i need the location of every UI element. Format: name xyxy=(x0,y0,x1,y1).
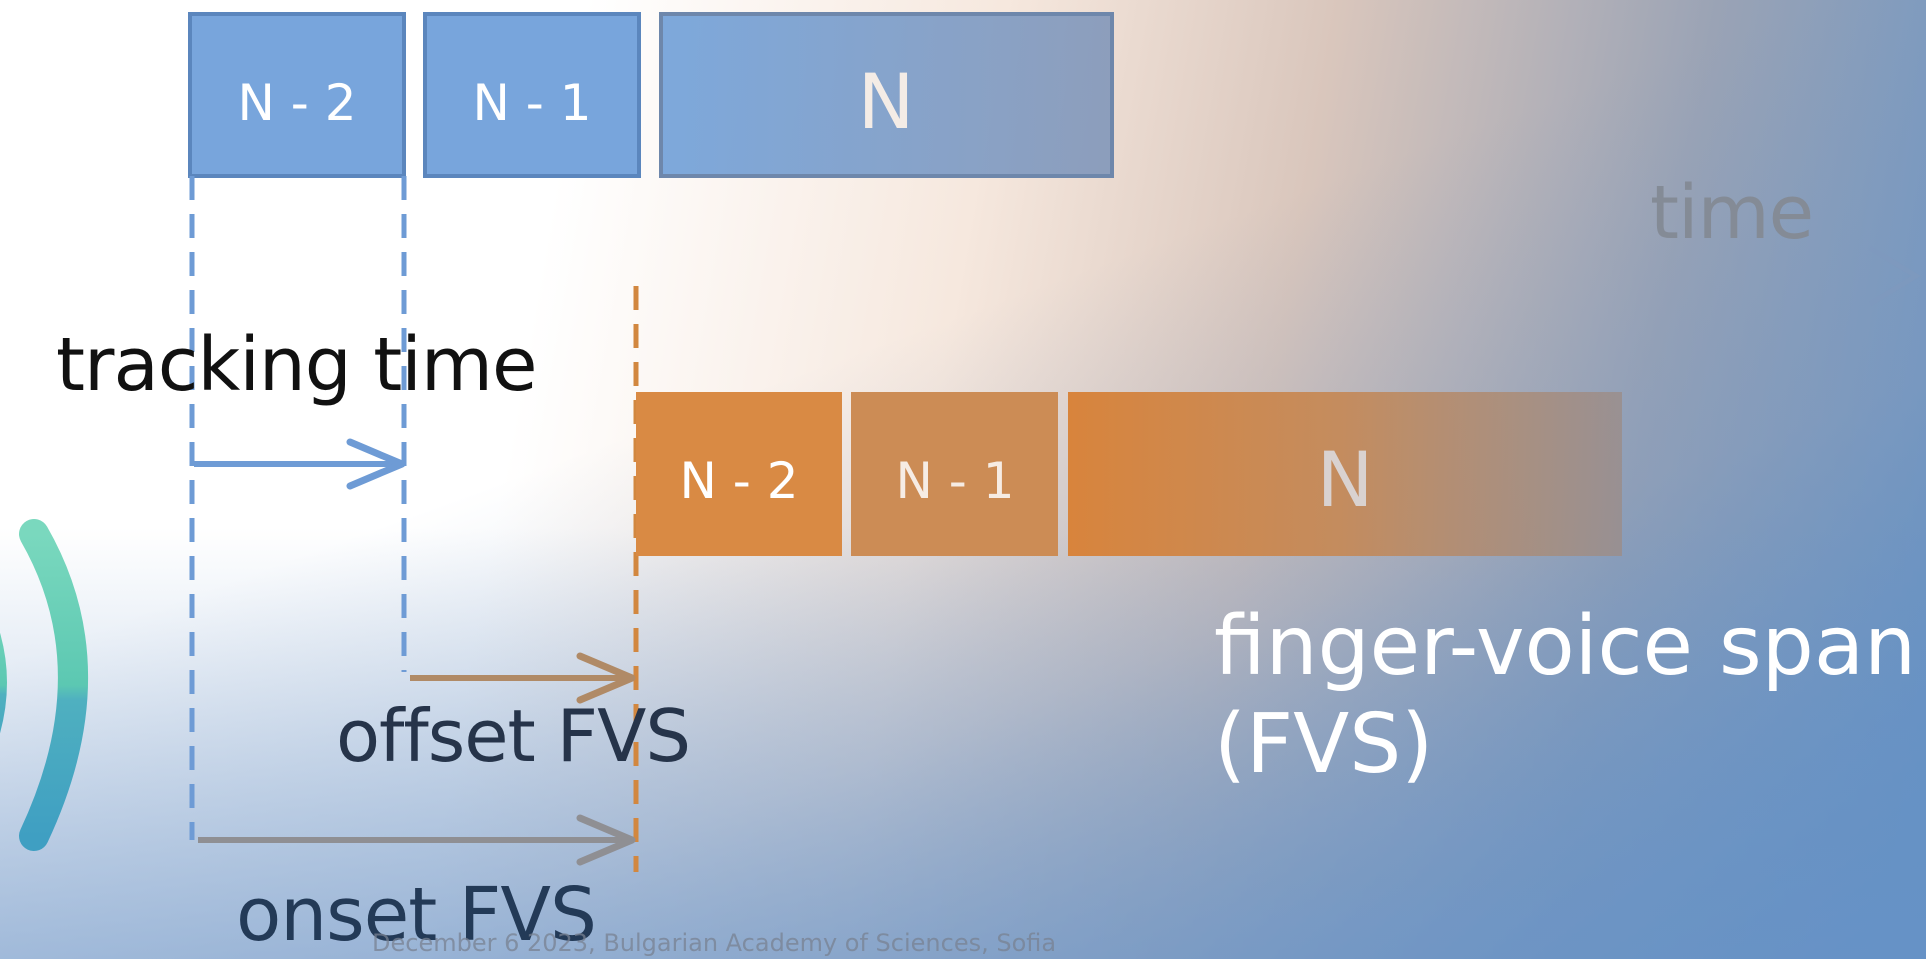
fvs-title: finger-voice span (FVS) xyxy=(1214,599,1917,792)
blue-block-n-2 xyxy=(188,12,406,178)
offset-fvs-label: offset FVS xyxy=(336,694,691,778)
footer-text: December 6 2023, Bulgarian Academy of Sc… xyxy=(372,929,1057,957)
orange-block-n-2-label: N - 2 xyxy=(679,452,798,510)
blue-block-row: N - 2 N - 1 N xyxy=(188,12,1114,178)
tracking-time-label: tracking time xyxy=(56,322,537,408)
blue-block-n-label: N xyxy=(858,57,915,146)
orange-block-n xyxy=(1068,392,1622,556)
blue-block-n-1-label: N - 1 xyxy=(472,74,591,132)
blue-block-n-2-label: N - 2 xyxy=(237,74,356,132)
orange-block-n-1 xyxy=(851,392,1058,556)
orange-block-row: N - 2 N - 1 N xyxy=(636,392,1622,556)
time-axis xyxy=(12,245,1921,307)
blue-block-n-1 xyxy=(423,12,641,178)
orange-block-n-2 xyxy=(636,392,842,556)
orange-block-n-label: N xyxy=(1317,435,1374,524)
offset-fvs-arrow xyxy=(410,652,636,704)
time-axis-label: time xyxy=(1650,170,1814,256)
blue-block-n xyxy=(659,12,1114,178)
tracking-time-arrow xyxy=(194,438,406,490)
onset-fvs-label: onset FVS xyxy=(236,872,597,958)
sound-wave-icon xyxy=(19,519,88,851)
time-axis-arrowhead xyxy=(1868,245,1921,307)
orange-block-n-1-label: N - 1 xyxy=(895,452,1014,510)
onset-fvs-arrow xyxy=(198,814,636,866)
